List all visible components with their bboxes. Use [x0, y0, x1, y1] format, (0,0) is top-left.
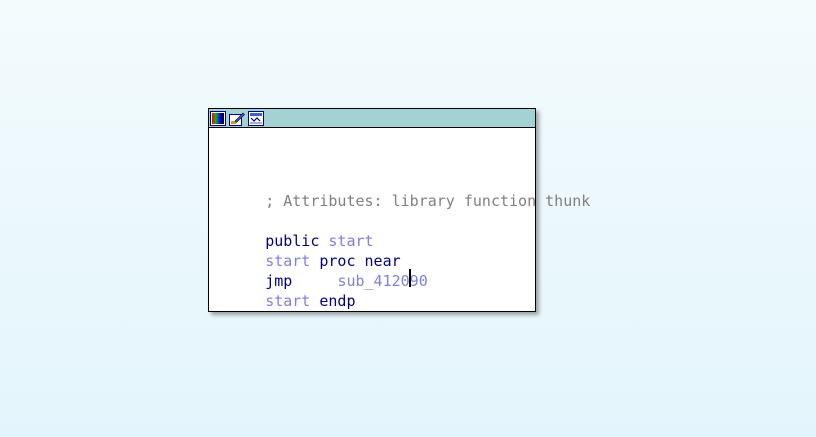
public-declaration-line[interactable]: public start	[211, 211, 373, 250]
graph-node[interactable]: ; Attributes: library function thunk pub…	[208, 108, 590, 313]
proc-symbol-name[interactable]: start	[265, 252, 311, 270]
endp-line[interactable]: start endp	[211, 271, 355, 310]
endp-keyword: endp	[319, 292, 356, 310]
node-titlebar[interactable]	[209, 109, 535, 128]
public-symbol-name[interactable]: start	[328, 232, 374, 250]
public-keyword: public	[265, 232, 320, 250]
text-cursor	[409, 269, 411, 287]
endp-symbol-name[interactable]: start	[265, 292, 311, 310]
comment-text: ; Attributes: library function thunk	[265, 192, 591, 210]
graph-overview-icon[interactable]	[248, 110, 264, 126]
jmp-mnemonic: jmp	[265, 272, 293, 290]
jmp-target[interactable]: sub_412090	[337, 272, 428, 290]
disassembly-view[interactable]: ; Attributes: library function thunk pub…	[209, 128, 590, 313]
edit-node-icon[interactable]	[229, 111, 245, 126]
attributes-comment: ; Attributes: library function thunk	[211, 171, 590, 210]
proc-keyword: proc near	[319, 252, 401, 270]
color-palette-icon[interactable]	[210, 110, 226, 126]
jmp-instruction-line[interactable]: jmp sub_412090	[211, 251, 428, 290]
proc-declaration-line[interactable]: start proc near	[211, 231, 400, 270]
